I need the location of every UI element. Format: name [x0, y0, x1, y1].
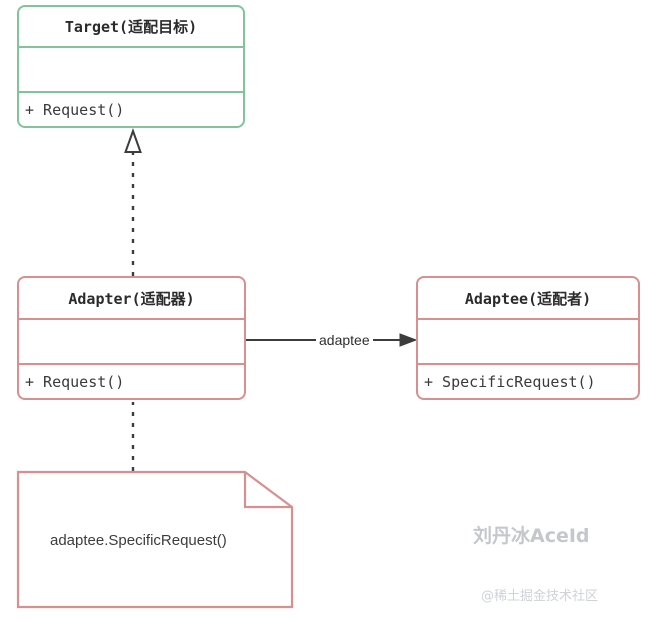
- watermark-site: @稀土掘金技术社区: [481, 589, 599, 604]
- edge-realization-adapter-to-target: [124, 128, 142, 276]
- class-attributes-adapter: [19, 320, 244, 365]
- class-title-target: Target(适配目标): [19, 7, 243, 48]
- class-operation-adapter-request: + Request(): [25, 372, 125, 391]
- class-operation-adaptee-specificrequest: + SpecificRequest(): [424, 372, 596, 391]
- solid-arrowhead-icon: [399, 333, 418, 347]
- edge-label-adaptee: adaptee: [316, 332, 373, 348]
- note-box-shape: [16, 470, 294, 609]
- class-operation-target-request: + Request(): [25, 100, 125, 119]
- class-attributes-adaptee: [418, 320, 638, 365]
- class-attributes-target: [19, 48, 243, 93]
- watermark-author: 刘丹冰AceId: [473, 525, 590, 547]
- note-text-adapter-body: adaptee.SpecificRequest(): [50, 532, 227, 549]
- class-box-adapter[interactable]: Adapter(适配器) + Request(): [17, 276, 246, 400]
- class-title-adaptee: Adaptee(适配者): [418, 278, 638, 320]
- class-box-adaptee[interactable]: Adaptee(适配者) + SpecificRequest(): [416, 276, 640, 400]
- note-fold-corner-icon: [243, 472, 292, 509]
- class-title-adapter: Adapter(适配器): [19, 278, 244, 320]
- hollow-triangle-arrowhead-icon: [124, 128, 142, 153]
- note-outline: [16, 470, 294, 609]
- class-box-target[interactable]: Target(适配目标) + Request(): [17, 5, 245, 128]
